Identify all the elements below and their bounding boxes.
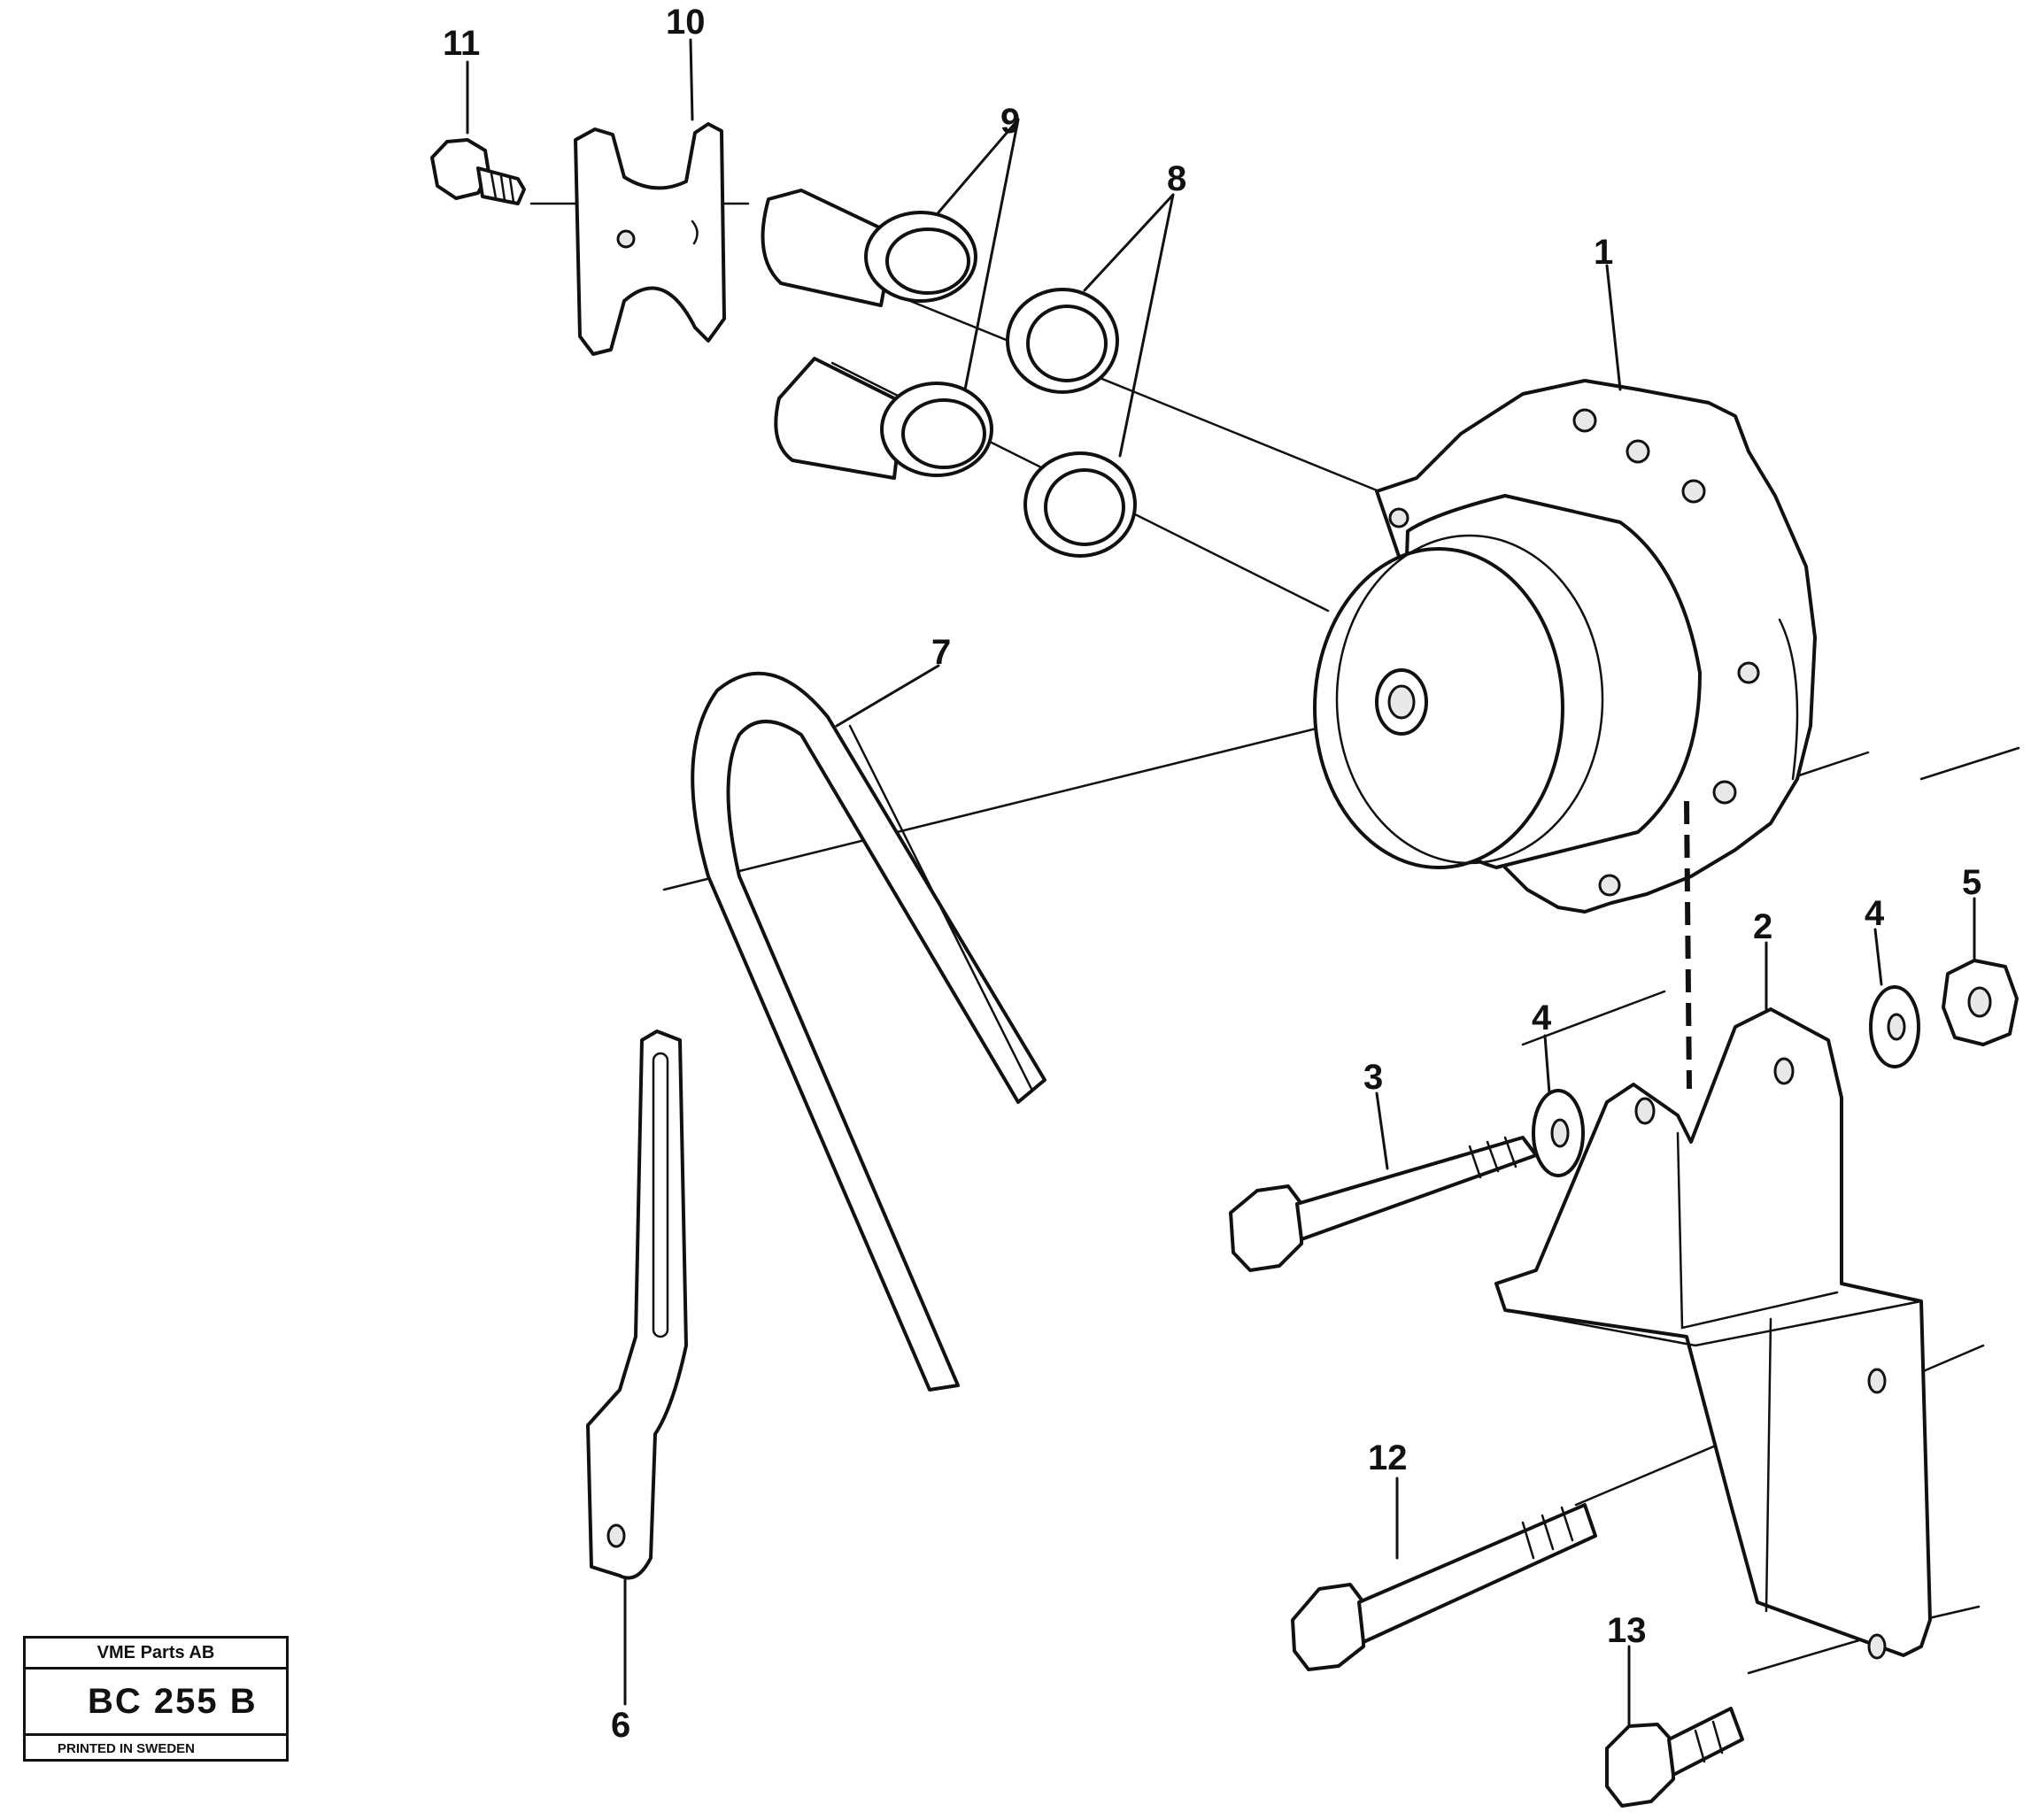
callout-9: 9 xyxy=(1000,102,1020,141)
bolt-13 xyxy=(1605,1707,1744,1808)
bracket-2 xyxy=(1494,1007,1932,1660)
bolt-12 xyxy=(1291,1503,1597,1671)
rings-8 xyxy=(1006,288,1137,558)
callout-12: 12 xyxy=(1368,1438,1408,1477)
stamp-code: BC 255 B xyxy=(26,1670,286,1736)
callout-8: 8 xyxy=(1167,159,1186,198)
washer-4-right xyxy=(1869,985,1920,1068)
bolt-11 xyxy=(430,138,526,205)
callout-10: 10 xyxy=(666,3,706,42)
callout-1: 1 xyxy=(1594,233,1613,272)
dashed-connector xyxy=(1684,800,1692,1090)
callout-3: 3 xyxy=(1363,1058,1383,1097)
v-belt-7 xyxy=(691,671,1046,1392)
bolt-3 xyxy=(1229,1136,1538,1272)
callout-2: 2 xyxy=(1753,907,1772,946)
callout-4-left: 4 xyxy=(1532,999,1552,1037)
callout-4-right: 4 xyxy=(1865,894,1885,933)
callout-11: 11 xyxy=(443,24,480,63)
housing-1 xyxy=(1313,379,1817,914)
drawing-stamp: VME Parts AB BC 255 B PRINTED IN SWEDEN xyxy=(23,1636,289,1762)
nut-5 xyxy=(1942,959,2019,1046)
bushings-9 xyxy=(761,189,993,480)
washer-4-left xyxy=(1532,1089,1585,1177)
adjusting-arm-6 xyxy=(586,1030,688,1580)
stamp-printed: PRINTED IN SWEDEN xyxy=(58,1741,196,1756)
callout-13: 13 xyxy=(1607,1611,1647,1650)
leader-lines xyxy=(466,38,1976,1726)
callout-5: 5 xyxy=(1962,863,1981,902)
callout-7: 7 xyxy=(931,633,951,672)
h-bracket-10 xyxy=(574,122,726,356)
callout-6: 6 xyxy=(611,1706,630,1745)
stamp-company: VME Parts AB xyxy=(26,1639,286,1670)
